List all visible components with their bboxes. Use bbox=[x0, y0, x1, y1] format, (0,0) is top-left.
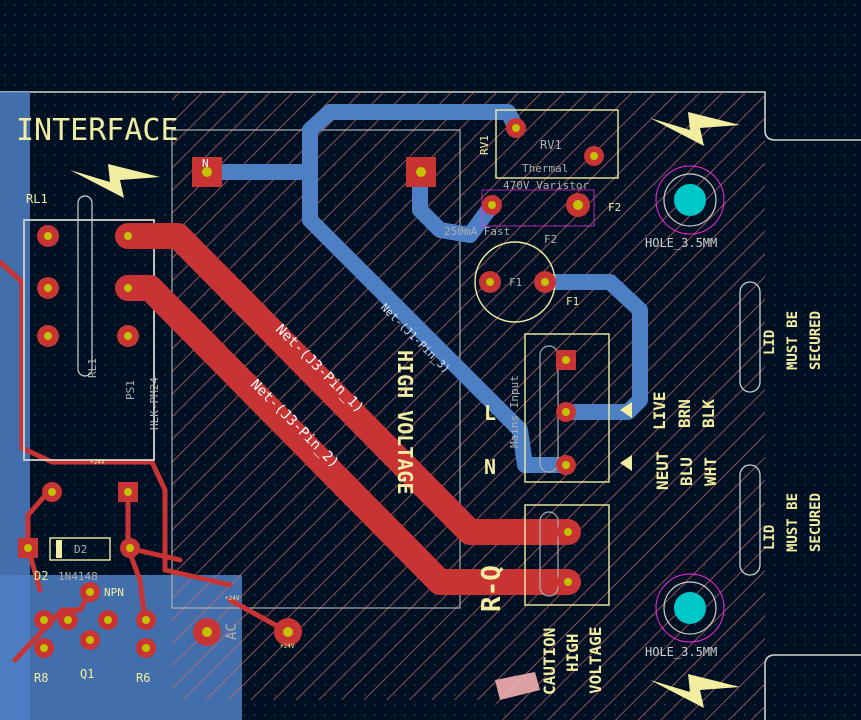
interface-label: INTERFACE bbox=[16, 113, 179, 148]
lid-top-label-2: MUST BE bbox=[785, 311, 801, 370]
hv-keepout-zone bbox=[172, 92, 765, 720]
lightning-bolt-icon bbox=[70, 112, 740, 708]
fuse-value: 250mA Fast bbox=[444, 225, 510, 238]
rq-label: R-Q bbox=[477, 565, 507, 612]
d2-body bbox=[49, 537, 111, 561]
ac-label: AC bbox=[224, 623, 240, 640]
live-label: LIVE bbox=[650, 391, 669, 430]
f2-ref: F2 bbox=[608, 201, 621, 214]
rl1-outline bbox=[23, 219, 155, 461]
q1-ref: Q1 bbox=[80, 667, 94, 681]
pad-icon bbox=[479, 118, 604, 293]
rl1-fab-slot bbox=[77, 195, 93, 377]
f1-ref: F1 bbox=[566, 295, 579, 308]
blk-label: BLK bbox=[699, 399, 718, 428]
q1-value: NPN bbox=[104, 586, 124, 599]
neut-label: NEUT bbox=[653, 451, 672, 490]
d2-value: 1N4148 bbox=[58, 570, 98, 583]
arrow-icon bbox=[620, 402, 632, 471]
voltage-label: VOLTAGE bbox=[586, 627, 605, 694]
rv1-ref: RV1 bbox=[478, 135, 491, 155]
rl1-ref: RL1 bbox=[26, 192, 48, 206]
ps1-value: HLK-PM24 bbox=[148, 377, 161, 430]
j3-slot bbox=[539, 511, 559, 597]
f2-outline bbox=[481, 189, 595, 227]
wht-label: WHT bbox=[701, 457, 720, 486]
plus24v-label-b: +24V bbox=[225, 595, 240, 602]
lid-bottom-label: LID bbox=[762, 525, 778, 550]
rv1-value-thermal: Thermal bbox=[522, 162, 568, 175]
mains-input-label: Mains Input bbox=[508, 375, 521, 448]
d2-fab-ref: D2 bbox=[74, 543, 87, 556]
pad-icon bbox=[18, 482, 156, 658]
j3-connector-outline bbox=[524, 504, 610, 606]
ps1-ref: PS1 bbox=[124, 380, 137, 400]
mounting-hole-icon bbox=[655, 165, 725, 235]
l-marker-label: L bbox=[484, 401, 496, 425]
j1-connector-outline bbox=[524, 333, 610, 483]
plus24v-label-c: +24V bbox=[280, 643, 295, 650]
hole-top-label: HOLE_3.5MM bbox=[645, 236, 717, 250]
plus24v-label-a: +24V bbox=[90, 459, 105, 466]
d2-band bbox=[56, 540, 62, 558]
d2-ref: D2 bbox=[34, 569, 48, 583]
n-marker-label: N bbox=[484, 455, 496, 479]
pad-icon bbox=[192, 157, 436, 646]
pad-icon bbox=[556, 350, 579, 593]
high-label: HIGH bbox=[563, 633, 582, 672]
r6-ref: R6 bbox=[136, 671, 150, 685]
rv1-fab-ref: RV1 bbox=[540, 138, 562, 152]
r8-ref: R8 bbox=[34, 671, 48, 685]
f2-fab-ref: F2 bbox=[544, 233, 557, 246]
mounting-hole-icon bbox=[655, 573, 725, 643]
pad-icon bbox=[37, 225, 139, 347]
n-pad-label: N bbox=[202, 157, 209, 170]
hole-bottom-label: HOLE_3.5MM bbox=[645, 645, 717, 659]
lid-bottom-label-2: MUST BE bbox=[785, 493, 801, 552]
lid-top-label: LID bbox=[762, 330, 778, 355]
arrow-icon bbox=[495, 672, 540, 700]
rv1-value-varistor: 470V Varistor bbox=[503, 179, 589, 192]
rl1-fab-ref: RL1 bbox=[86, 358, 99, 378]
rv1-outline bbox=[495, 109, 619, 179]
lid-bottom-label-3: SECURED bbox=[808, 493, 824, 552]
lid-top-label-3: SECURED bbox=[808, 311, 824, 370]
caution-label: CAUTION bbox=[540, 628, 559, 695]
f1-fab-ref: F1 bbox=[509, 276, 522, 289]
high-voltage-mirrored-label: HIGH VOLTAGE bbox=[393, 350, 417, 495]
brn-label: BRN bbox=[675, 399, 694, 428]
lid-slot bbox=[739, 281, 761, 576]
mains-back-copper bbox=[200, 104, 648, 473]
blu-label: BLU bbox=[677, 457, 696, 486]
